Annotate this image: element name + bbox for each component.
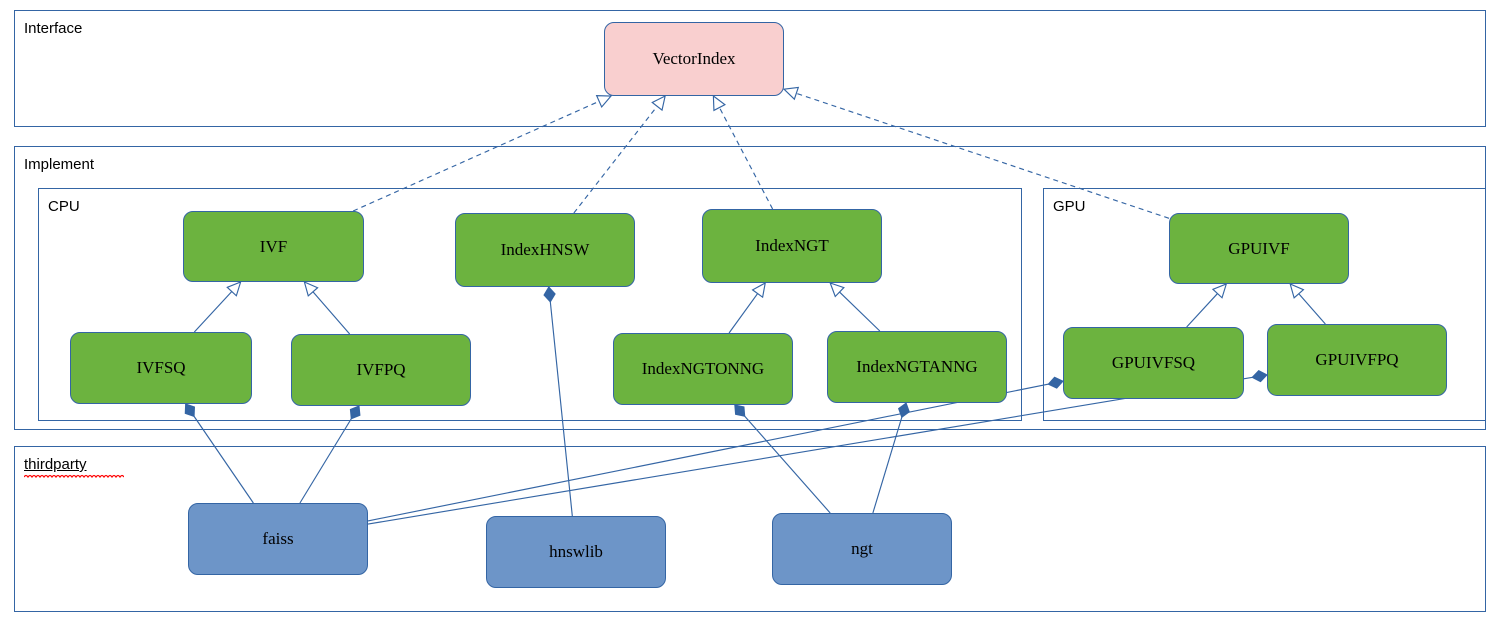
node-label-faiss: faiss [262,529,294,548]
node-label-ngt: ngt [851,539,873,558]
container-label-thirdparty: thirdparty [24,457,1503,478]
node-ivfpq[interactable]: IVFPQ [291,334,471,406]
node-label-indexngt: IndexNGT [755,236,829,255]
node-vectorindex[interactable]: VectorIndex [604,22,784,96]
node-gpuivfsq[interactable]: GPUIVFSQ [1063,327,1244,399]
node-label-gpuivfpq: GPUIVFPQ [1315,350,1399,369]
node-ivfsq[interactable]: IVFSQ [70,332,252,404]
container-label-gpu: GPU [1053,198,1086,215]
node-indexhnsw[interactable]: IndexHNSW [455,213,635,287]
node-ivf[interactable]: IVF [183,211,364,282]
node-label-gpuivf: GPUIVF [1228,238,1290,258]
node-label-gpuivfsq: GPUIVFSQ [1111,353,1196,372]
node-gpuivf[interactable]: GPUIVF [1169,213,1349,284]
node-label-vectorindex: VectorIndex [652,49,736,68]
node-label-indexhnsw: IndexHNSW [500,240,590,259]
node-hnswlib[interactable]: hnswlib [486,516,666,588]
container-label-implement: Implement [24,156,95,173]
node-label-ivfpq: IVFPQ [356,360,406,379]
node-gpuivfpq[interactable]: GPUIVFPQ [1267,324,1447,396]
node-faiss[interactable]: faiss [188,503,368,575]
node-label-ivf: IVF [259,236,288,256]
node-indexngtanng[interactable]: IndexNGTANNG [827,331,1007,403]
node-indexngtonng[interactable]: IndexNGTONNG [613,333,793,405]
node-label-indexngtonng: IndexNGTONNG [641,359,765,378]
container-label-cpu: CPU [48,198,80,215]
container-label-interface: Interface [24,20,83,37]
node-label-hnswlib: hnswlib [549,542,603,561]
node-indexngt[interactable]: IndexNGT [702,209,882,283]
node-ngt[interactable]: ngt [772,513,952,585]
node-label-ivfsq: IVFSQ [136,358,186,377]
node-label-indexngtanng: IndexNGTANNG [856,357,978,376]
